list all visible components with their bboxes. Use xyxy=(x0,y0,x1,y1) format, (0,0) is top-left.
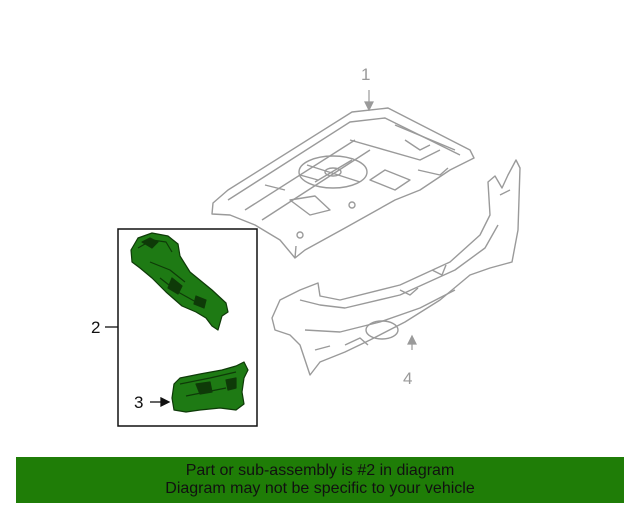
part-2-illustration[interactable] xyxy=(130,232,229,331)
callout-4-label: 4 xyxy=(403,369,413,388)
callout-1-label: 1 xyxy=(361,65,371,84)
callout-2-label[interactable]: 2 xyxy=(91,318,101,337)
banner-line-1: Part or sub-assembly is #2 in diagram xyxy=(185,462,455,479)
callout-3-label[interactable]: 3 xyxy=(134,393,144,412)
leader-lines xyxy=(364,90,417,350)
callout-3-arrow xyxy=(150,396,171,408)
floor-pan-illustration xyxy=(211,107,475,259)
rear-panel-illustration xyxy=(271,159,521,376)
banner-line-2: Diagram may not be specific to your vehi… xyxy=(165,480,475,497)
info-banner: Part or sub-assembly is #2 in diagram Di… xyxy=(16,457,624,503)
part-3-illustration[interactable] xyxy=(171,361,249,413)
